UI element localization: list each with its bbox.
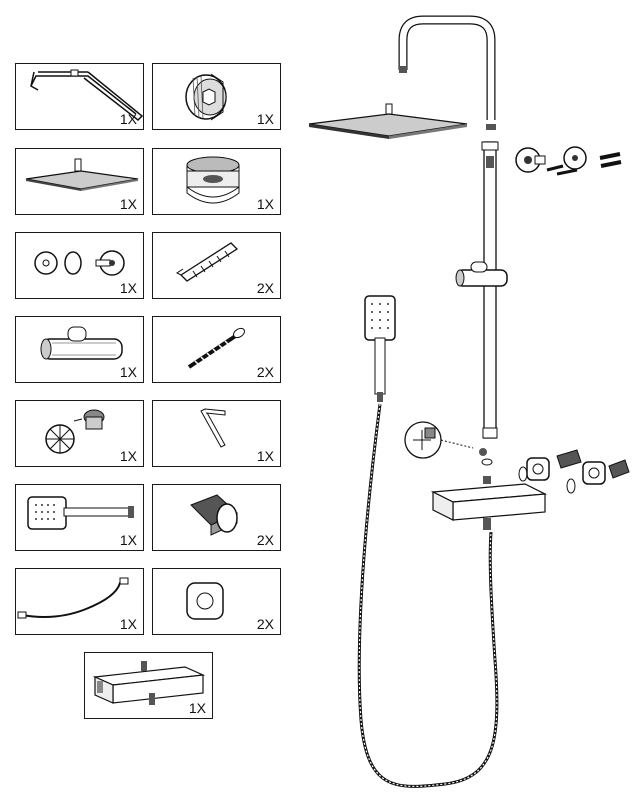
part-box-wall-bracket-set: 1X: [15, 232, 144, 299]
shower-hose-icon: [17, 577, 129, 619]
part-box-rain-shower-head: 1X: [15, 148, 144, 215]
part-qty: 1X: [119, 364, 137, 380]
thermostatic-mixer-icon: [92, 661, 206, 705]
wall-plug-icon: [176, 242, 239, 282]
part-qty: 2X: [256, 616, 274, 632]
screw-icon: [187, 327, 245, 369]
part-box-shower-hose: 1X: [15, 568, 144, 635]
assembled-slider-holder: [455, 261, 508, 287]
slider-holder-icon: [40, 326, 123, 360]
assembled-connectors: [518, 449, 630, 494]
assembled-shower-hose: [357, 403, 499, 788]
assembled-shower-arm: [398, 15, 496, 130]
allen-key-icon: [200, 408, 226, 448]
part-qty: 1X: [256, 111, 274, 127]
assembled-wall-bracket: [515, 146, 622, 176]
part-qty: 2X: [256, 364, 274, 380]
part-box-slider-holder: 1X: [15, 316, 144, 383]
part-box-filter-set: 1X: [15, 400, 144, 467]
part-box-threaded-adapter: 1X: [152, 148, 281, 215]
assembled-riser-rail: [481, 141, 499, 439]
part-box-cover-rosette: 2X: [152, 568, 281, 635]
wall-bracket-set-icon: [34, 250, 125, 276]
shower-arm-icon: [30, 69, 144, 121]
assembly-diagram: [295, 0, 640, 800]
part-box-screw: 2X: [152, 316, 281, 383]
filter-set-icon: [45, 409, 105, 454]
part-box-threaded-insert: 1X: [152, 63, 281, 130]
assembled-mixer: [430, 458, 548, 530]
part-qty: 2X: [256, 280, 274, 296]
threaded-insert-icon: [185, 73, 227, 121]
part-box-eccentric-connector: 2X: [152, 484, 281, 551]
part-qty: 1X: [119, 280, 137, 296]
assembled-rain-shower-head: [308, 103, 468, 139]
part-qty: 1X: [119, 111, 137, 127]
part-qty: 1X: [119, 532, 137, 548]
part-qty: 1X: [119, 196, 137, 212]
threaded-adapter-icon: [186, 156, 240, 204]
part-box-shower-arm: 1X: [15, 63, 144, 130]
part-box-hand-shower: 1X: [15, 484, 144, 551]
part-qty: 2X: [256, 532, 274, 548]
part-qty: 1X: [256, 196, 274, 212]
part-qty: 1X: [188, 700, 206, 716]
part-qty: 1X: [119, 616, 137, 632]
hand-shower-icon: [27, 496, 134, 530]
part-box-wall-plug: 2X: [152, 232, 281, 299]
assembled-hand-shower: [364, 295, 396, 402]
part-qty: 1X: [256, 448, 274, 464]
cover-rosette-icon: [186, 582, 224, 620]
part-qty: 1X: [119, 448, 137, 464]
rain-shower-head-icon: [25, 158, 139, 191]
eccentric-connector-icon: [190, 494, 238, 536]
part-box-thermostatic-mixer: 1X: [84, 652, 213, 719]
parts-list: 1X 1X 1X 1X: [0, 0, 300, 800]
part-box-allen-key: 1X: [152, 400, 281, 467]
assembled-filter-detail: [404, 421, 487, 459]
